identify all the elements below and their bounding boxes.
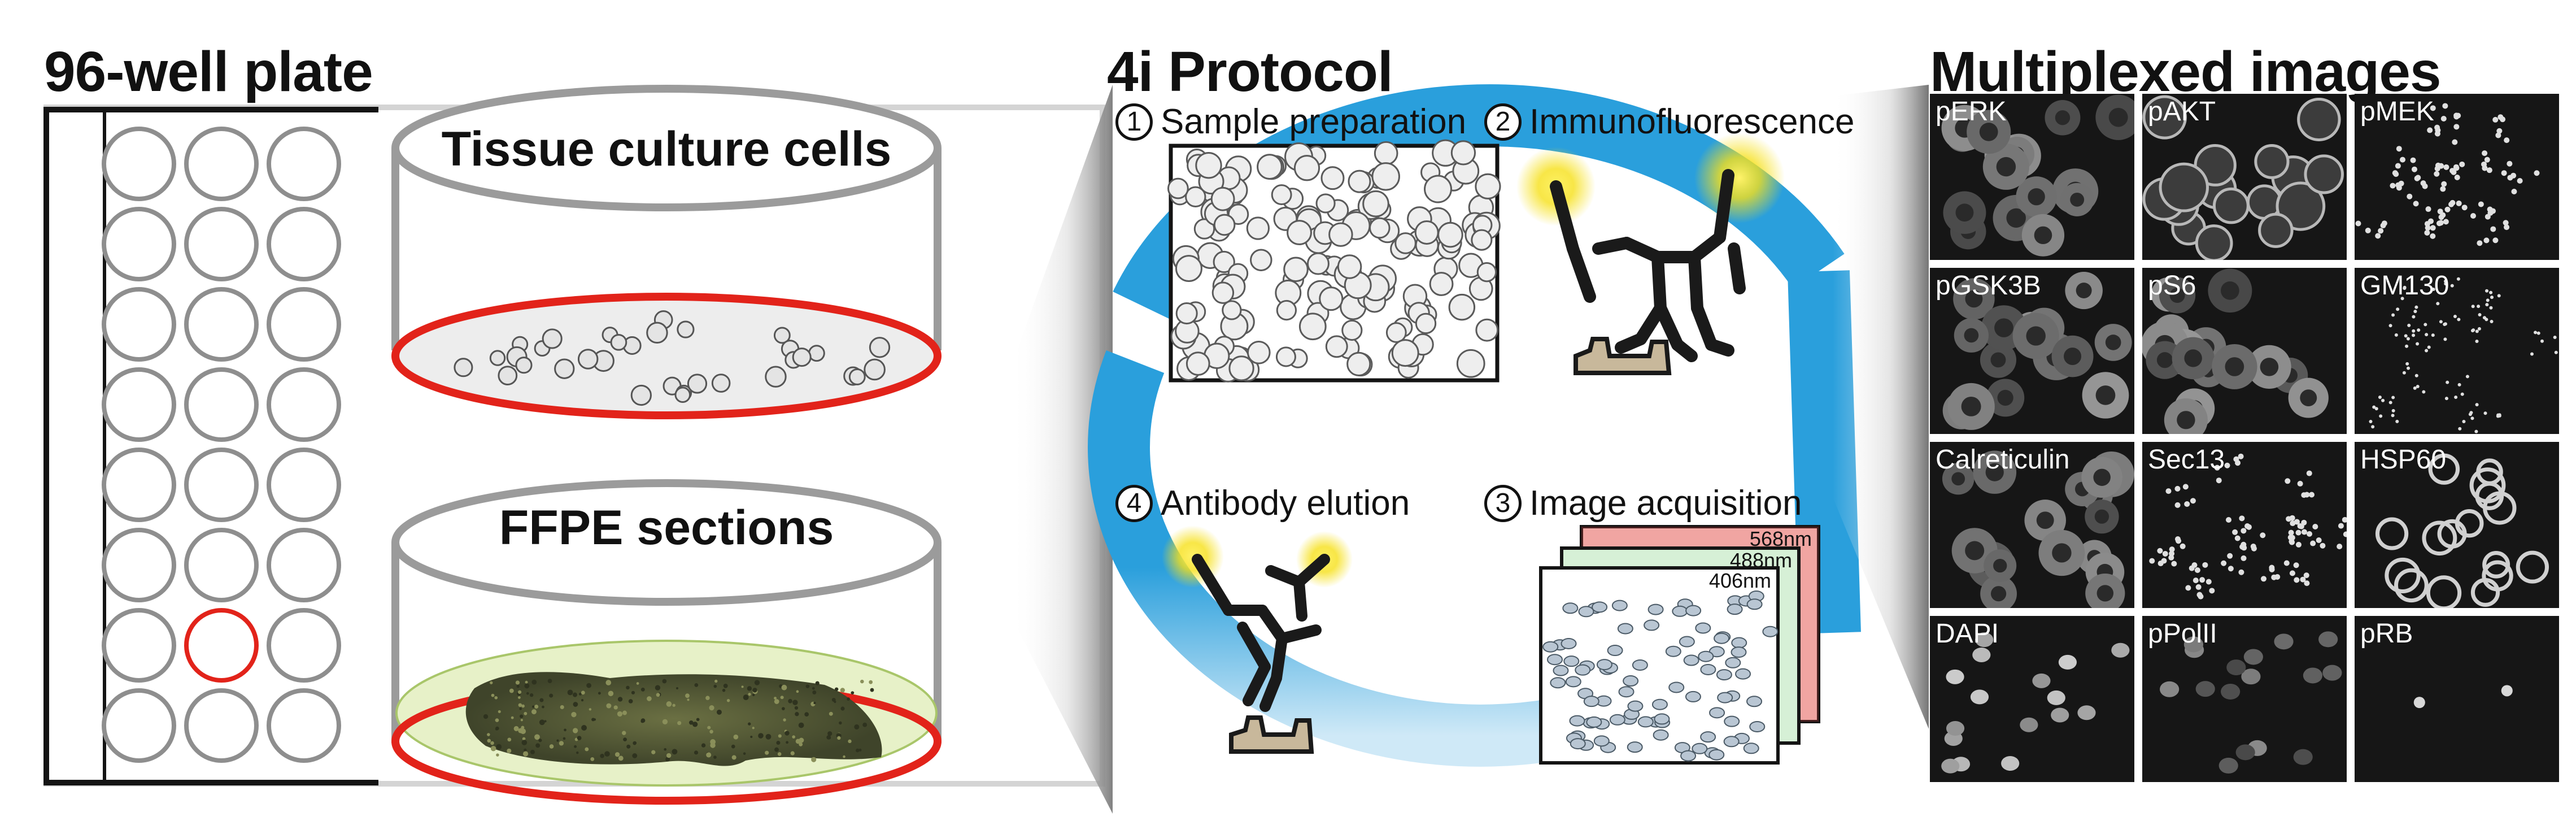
image-tile-label: pERK — [1936, 97, 2007, 127]
wavelength-406: 406nm — [1709, 569, 1771, 592]
step-2-number: 2 — [1484, 103, 1522, 141]
step-3-number: 3 — [1484, 484, 1522, 522]
tissue-culture-dish — [391, 85, 942, 419]
elution-antibodies — [1162, 526, 1353, 754]
image-tile-pakt: pAKT — [2142, 94, 2347, 260]
images-panel-title: Multiplexed images — [1930, 40, 2441, 103]
image-tile-label: HSP60 — [2360, 445, 2447, 475]
image-tile-ps6: pS6 — [2142, 268, 2347, 434]
step-4-label: 4 Antibody elution — [1115, 483, 1410, 523]
image-tile-sec13: Sec13 — [2142, 442, 2347, 608]
image-tile-label: DAPI — [1936, 619, 1999, 649]
image-tile-label: pS6 — [2148, 271, 2196, 301]
step-1-number: 1 — [1115, 103, 1153, 141]
step-3-text: Image acquisition — [1529, 484, 1802, 523]
protocol-panel-title: 4i Protocol — [1107, 40, 1393, 103]
image-tile-perk: pERK — [1930, 94, 2134, 260]
image-tile-hsp60: HSP60 — [2355, 442, 2559, 608]
image-tile-calreticulin: Calreticulin — [1930, 442, 2134, 608]
image-tile-label: GM130 — [2360, 271, 2449, 301]
image-tile-pmek: pMEK — [2355, 94, 2559, 260]
plate-panel-title: 96-well plate — [44, 40, 373, 103]
image-tile-label: Calreticulin — [1936, 445, 2070, 475]
image-tile-ppolii: pPolII — [2142, 616, 2347, 782]
step-1-label: 1 Sample preparation — [1115, 102, 1466, 142]
immunofluorescence-antibodies — [1516, 133, 1785, 375]
image-tile-dapi: DAPI — [1930, 616, 2134, 782]
image-tile-label: pRB — [2360, 619, 2413, 649]
step-2-label: 2 Immunofluorescence — [1484, 102, 1855, 142]
ffpe-sections-label: FFPE sections — [499, 501, 834, 555]
image-tile-label: Sec13 — [2148, 445, 2225, 475]
image-tile-label: pAKT — [2148, 97, 2216, 127]
image-tile-label: pGSK3B — [1936, 271, 2041, 301]
image-tile-label: pMEK — [2360, 97, 2434, 127]
ffpe-dish — [391, 479, 942, 805]
step-3-label: 3 Image acquisition — [1484, 483, 1802, 523]
sample-prep-box — [1167, 139, 1501, 383]
acquisition-stack: 568nm 488nm 406nm — [1539, 525, 1820, 765]
image-tile-label: pPolII — [2148, 619, 2217, 649]
step-1-text: Sample preparation — [1161, 102, 1467, 141]
tissue-culture-label: Tissue culture cells — [441, 122, 892, 176]
image-tile-pgsk3b: pGSK3B — [1930, 268, 2134, 434]
image-tile-prb: pRB — [2355, 616, 2559, 782]
step-4-number: 4 — [1115, 484, 1153, 522]
step-2-text: Immunofluorescence — [1529, 102, 1855, 141]
step-4-text: Antibody elution — [1161, 484, 1410, 523]
image-tile-gm130: GM130 — [2355, 268, 2559, 434]
